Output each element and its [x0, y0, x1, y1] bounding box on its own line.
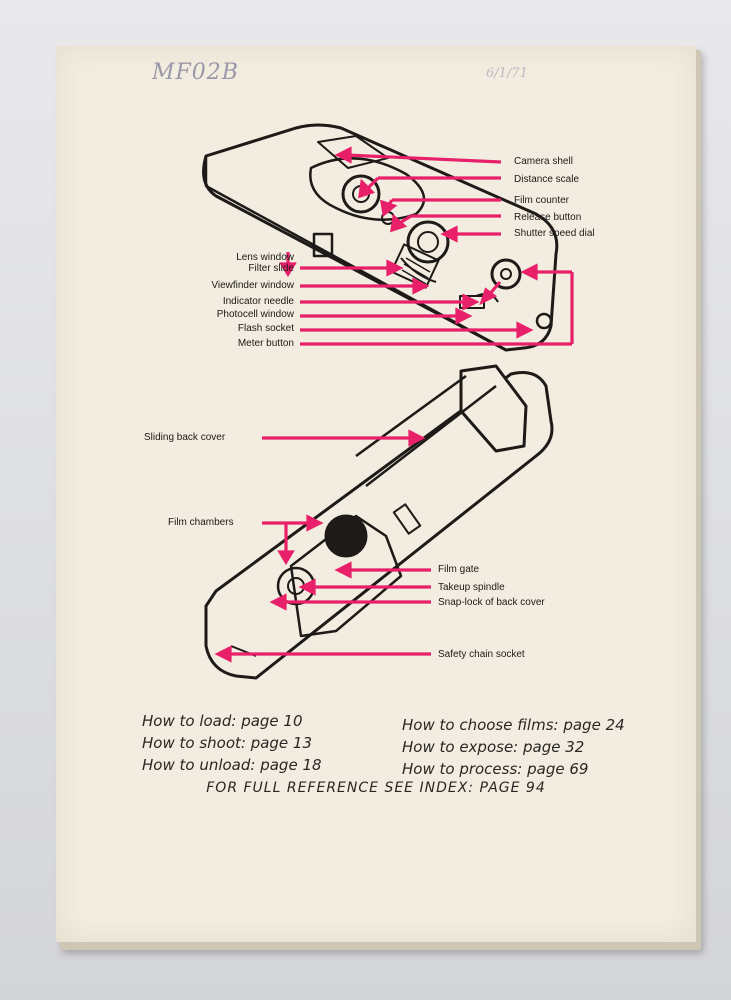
label-meter-button: Meter button [237, 338, 294, 349]
handwritten-date: 6/1/71 [486, 66, 528, 81]
label-filter-slide: Filter slide [248, 263, 294, 274]
toc-entry: How to unload: page 18 [142, 756, 322, 774]
label-camera-shell: Camera shell [514, 156, 573, 167]
label-distance-scale: Distance scale [514, 174, 580, 185]
toc-right-column: How to choose films: page 24 How to expo… [402, 714, 625, 780]
label-snap-lock: Snap-lock of back cover [438, 597, 545, 608]
camera-back-illustration [204, 364, 554, 680]
index-reference: FOR FULL REFERENCE SEE INDEX: PAGE 94 [206, 780, 546, 796]
toc-entry: How to shoot: page 13 [142, 734, 313, 752]
label-shutter-speed-dial: Shutter speed dial [514, 228, 595, 239]
label-film-counter: Film counter [514, 195, 570, 206]
toc-entry: How to process: page 69 [402, 760, 589, 778]
label-flash-socket: Flash socket [237, 323, 294, 334]
handwritten-code: MF02B [152, 60, 239, 85]
label-takeup-spindle: Takeup spindle [438, 582, 505, 593]
label-lens-window: Lens window [236, 252, 294, 263]
toc-entry: How to expose: page 32 [402, 738, 585, 756]
toc-entry: How to load: page 10 [142, 712, 303, 730]
label-film-gate: Film gate [438, 564, 480, 575]
booklet-back-cover: MF02B 6/1/71 [56, 46, 696, 942]
label-film-chambers: Film chambers [168, 517, 234, 528]
callout-arrows [214, 146, 574, 663]
label-photocell-window: Photocell window [216, 309, 294, 320]
label-viewfinder-window: Viewfinder window [211, 280, 294, 291]
toc-left-column: How to load: page 10 How to shoot: page … [142, 710, 322, 776]
label-release-button: Release button [514, 212, 582, 223]
label-indicator-needle: Indicator needle [222, 296, 294, 307]
label-safety-chain-socket: Safety chain socket [438, 649, 525, 660]
toc-entry: How to choose films: page 24 [402, 716, 625, 734]
camera-diagrams [202, 123, 574, 680]
label-sliding-back-cover: Sliding back cover [144, 432, 226, 443]
